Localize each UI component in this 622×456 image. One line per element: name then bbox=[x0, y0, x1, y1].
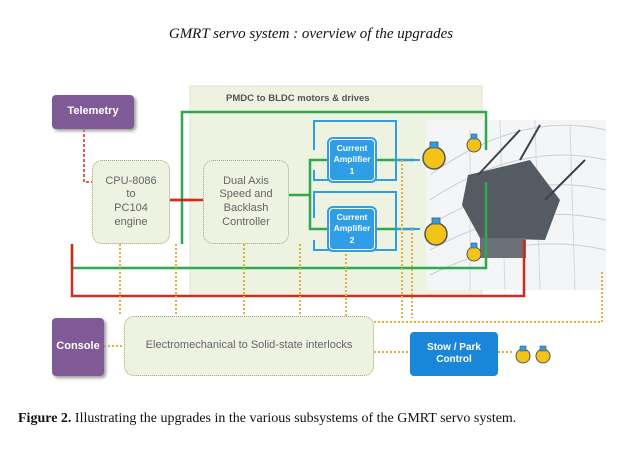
motor-icon-2 bbox=[424, 217, 448, 246]
antenna-image bbox=[426, 119, 607, 291]
small-motor-icon-bottom bbox=[466, 242, 482, 262]
caption-label: Figure 2. bbox=[18, 411, 72, 426]
motor-icon-1 bbox=[422, 141, 446, 170]
controller-block: Dual Axis Speed and Backlash Controller bbox=[203, 160, 289, 244]
small-motor-icon-top bbox=[466, 133, 482, 153]
telemetry-block: Telemetry bbox=[52, 95, 134, 129]
telemetry-link bbox=[83, 129, 92, 183]
stow-park-control: Stow / Park Control bbox=[410, 332, 498, 376]
figure-caption: Figure 2. Illustrating the upgrades in t… bbox=[18, 411, 618, 427]
blue-wires bbox=[313, 120, 420, 251]
stow-switch-icons bbox=[515, 345, 551, 364]
interlocks-block: Electromechanical to Solid-state interlo… bbox=[124, 316, 374, 376]
console-block: Console bbox=[52, 318, 104, 376]
dashed-links bbox=[104, 160, 603, 353]
current-amplifier-1: Current Amplifier 1 bbox=[327, 137, 377, 183]
cpu-block: CPU-8086 to PC104 engine bbox=[92, 160, 170, 244]
page-title: GMRT servo system : overview of the upgr… bbox=[168, 26, 454, 42]
caption-text: Illustrating the upgrades in the various… bbox=[71, 411, 517, 426]
pmdc-region-label: PMDC to BLDC motors & drives bbox=[226, 93, 370, 104]
current-amplifier-2: Current Amplifier 2 bbox=[327, 206, 377, 252]
